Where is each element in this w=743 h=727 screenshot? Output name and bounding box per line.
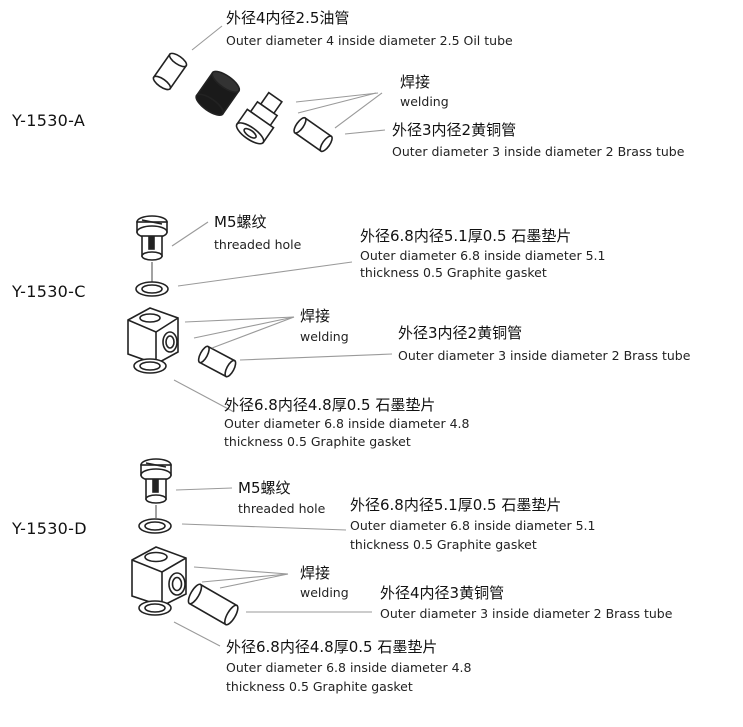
brass-tube-label-c-en: Outer diameter 3 inside diameter 2 Brass… [398,348,691,363]
oil-tube-label-en: Outer diameter 4 inside diameter 2.5 Oil… [226,33,513,48]
thread-label-c-en: threaded hole [214,237,302,252]
thread-label-d-en: threaded hole [238,501,326,516]
knurled-nut [195,70,241,116]
gasket-upper-d [138,518,172,534]
slotted-screw-c [136,215,168,261]
gasket-upper-label-c-cn: 外径6.8内径5.1厚0.5 石墨垫片 [360,227,572,245]
elbow-block-c [127,307,179,365]
gasket-lower-label-d-cn: 外径6.8内径4.8厚0.5 石墨垫片 [226,638,438,656]
gasket-upper-label-d-cn: 外径6.8内径5.1厚0.5 石墨垫片 [350,496,562,514]
gasket-upper-label-d-en2: thickness 0.5 Graphite gasket [350,537,537,552]
section-a-drawing [152,52,333,153]
section-d-leaders [173,487,372,647]
model-label-a: Y-1530-A [12,111,86,130]
brass-tube-label-c-cn: 外径3内径2黄铜管 [398,324,523,342]
section-a-leaders [191,25,386,135]
gasket-upper-label-c-en1: Outer diameter 6.8 inside diameter 5.1 [360,248,606,263]
brass-tube [293,116,333,153]
gasket-lower-d [138,600,172,616]
threaded-connector [235,91,283,145]
section-c-drawing [127,215,237,378]
brass-tube-d [187,583,239,626]
gasket-lower-c [133,358,167,374]
thread-label-c-cn: M5螺纹 [214,213,267,231]
oil-tube [152,52,188,91]
brass-tube-label-d-en: Outer diameter 3 inside diameter 2 Brass… [380,606,673,621]
section-d-drawing [131,458,239,626]
welding-label-d-cn: 焊接 [300,564,331,582]
model-label-c: Y-1530-C [12,282,86,301]
thread-label-d-cn: M5螺纹 [238,479,291,497]
brass-tube-label-d-cn: 外径4内径3黄铜管 [380,584,505,602]
gasket-upper-c [135,281,169,297]
gasket-lower-label-c-en1: Outer diameter 6.8 inside diameter 4.8 [224,416,470,431]
gasket-upper-label-c-en2: thickness 0.5 Graphite gasket [360,265,547,280]
welding-label-c-en: welding [300,329,349,344]
elbow-block-d [131,546,187,607]
section-c-leaders [171,221,393,413]
model-label-d: Y-1530-D [12,519,87,538]
gasket-lower-label-d-en1: Outer diameter 6.8 inside diameter 4.8 [226,660,472,675]
brass-tube-label-a-en: Outer diameter 3 inside diameter 2 Brass… [392,144,685,159]
oil-tube-label-cn: 外径4内径2.5油管 [226,9,350,27]
brass-tube-c [197,345,237,378]
gasket-lower-label-c-en2: thickness 0.5 Graphite gasket [224,434,411,449]
welding-label-d-en: welding [300,585,349,600]
gasket-lower-label-d-en2: thickness 0.5 Graphite gasket [226,679,413,694]
brass-tube-label-a-cn: 外径3内径2黄铜管 [392,121,517,139]
gasket-lower-label-c-cn: 外径6.8内径4.8厚0.5 石墨垫片 [224,396,436,414]
gasket-upper-label-d-en1: Outer diameter 6.8 inside diameter 5.1 [350,518,596,533]
welding-label-a-en: welding [400,94,449,109]
welding-label-c-cn: 焊接 [300,307,331,325]
welding-label-a-cn: 焊接 [400,73,431,91]
slotted-screw-d [140,458,172,504]
